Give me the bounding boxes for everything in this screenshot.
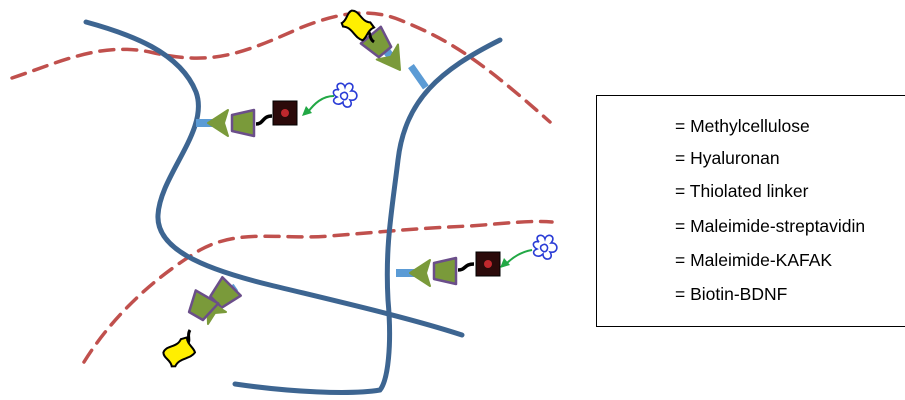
- legend-box: [596, 95, 905, 327]
- legend-label-maleimide-streptavidin: = Maleimide-streptavidin: [675, 216, 866, 236]
- legend-label-maleimide-kafak: = Maleimide-KAFAK: [675, 250, 833, 270]
- kafak-construct-bottom: [160, 276, 242, 370]
- streptavidin-construct-upper: [196, 82, 358, 138]
- legend-label-biotin-bdnf: = Biotin-BDNF: [675, 284, 788, 304]
- legend-label-methylcellulose: = Methylcellulose: [675, 116, 810, 136]
- hyaluronan-chain: [10, 11, 552, 124]
- methylcellulose-chain: [232, 37, 503, 395]
- kafak-construct-top: [339, 7, 429, 90]
- methylcellulose-chain: [83, 19, 465, 338]
- legend-label-hyaluronan: = Hyaluronan: [675, 148, 780, 168]
- legend-label-thiolated-linker: = Thiolated linker: [675, 181, 809, 201]
- hyaluronan-chain: [82, 219, 554, 364]
- streptavidin-construct-right: [396, 234, 558, 287]
